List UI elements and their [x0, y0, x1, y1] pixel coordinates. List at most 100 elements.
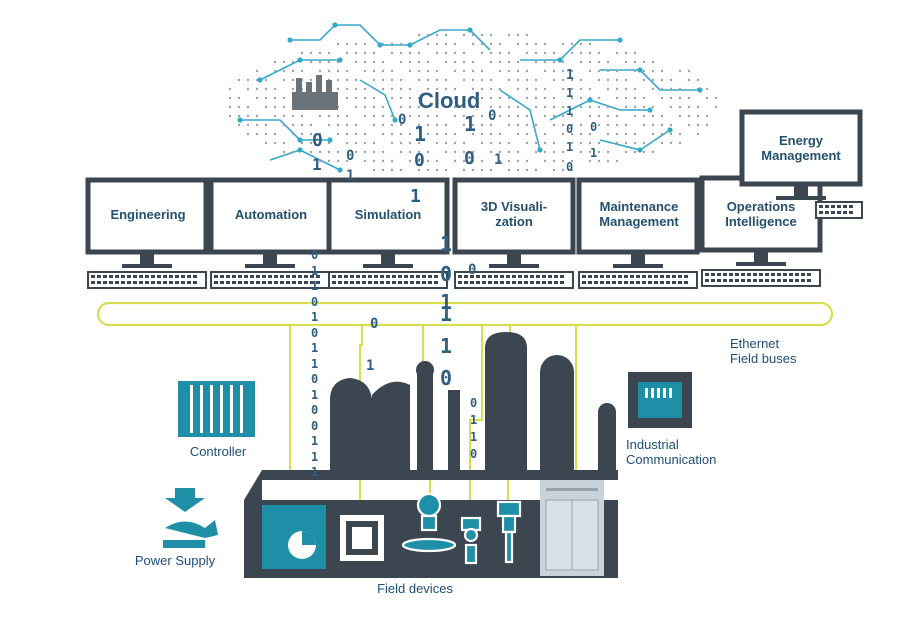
keyboard-key: [292, 275, 296, 278]
binary-digit: 0: [311, 248, 319, 262]
cloud-dot: [678, 69, 682, 73]
cloud-dot: [264, 78, 268, 82]
keyboard-key: [103, 281, 107, 284]
keyboard-key: [151, 275, 155, 278]
circuit-node: [297, 57, 303, 63]
cloud-dot: [417, 69, 421, 73]
industrial-communication-icon: [628, 372, 692, 428]
keyboard-key: [705, 273, 709, 276]
cloud-dot: [498, 69, 502, 73]
cloud-dot: [309, 123, 313, 127]
keyboard-key: [286, 281, 290, 284]
keyboard-key: [630, 281, 634, 284]
keyboard: [87, 271, 207, 289]
cloud-dot: [534, 42, 538, 46]
keyboard-key: [127, 275, 131, 278]
workstation: [452, 177, 576, 289]
monitor-screen: [326, 177, 450, 255]
cloud-dot: [426, 69, 430, 73]
cloud-dot: [435, 96, 439, 100]
cloud-dot: [552, 114, 556, 118]
cloud-dot: [606, 87, 610, 91]
cloud-dot: [534, 132, 538, 136]
cloud-dot: [426, 168, 430, 172]
keyboard-key: [115, 281, 119, 284]
cloud-dot: [417, 105, 421, 109]
monitor-stand: [140, 254, 154, 266]
cloud-dot: [444, 132, 448, 136]
keyboard-key: [181, 281, 185, 284]
keyboard-key: [398, 275, 402, 278]
cloud-dot: [561, 114, 565, 118]
cloud-dot: [489, 150, 493, 154]
cloud-dot: [507, 78, 511, 82]
cloud-dot: [345, 132, 349, 136]
cloud-dot: [669, 105, 673, 109]
monitor-base: [489, 264, 539, 268]
monitor-base: [363, 264, 413, 268]
keyboard-key: [139, 281, 143, 284]
keyboard-key: [759, 273, 763, 276]
cloud-dot: [318, 159, 322, 163]
keyboard-key: [127, 281, 131, 284]
cloud-dot: [354, 51, 358, 55]
cloud-dot: [642, 96, 646, 100]
keyboard-key: [624, 281, 628, 284]
cloud-dot: [282, 150, 286, 154]
cloud-dot: [552, 96, 556, 100]
keyboard-key: [753, 279, 757, 282]
keyboard-key: [825, 211, 829, 214]
cloud-dot: [606, 132, 610, 136]
cloud-dot: [534, 78, 538, 82]
cloud-dot: [246, 87, 250, 91]
keyboard-key: [145, 281, 149, 284]
cloud-dot: [588, 69, 592, 73]
cloud-dot: [471, 60, 475, 64]
cloud-dot: [426, 33, 430, 37]
cloud-dot-field: [228, 33, 718, 172]
cloud-dot: [363, 141, 367, 145]
keyboard-key: [268, 275, 272, 278]
circuit-node: [297, 137, 303, 143]
keyboard-key: [506, 275, 510, 278]
cloud-dot: [255, 123, 259, 127]
cloud-dot: [516, 69, 520, 73]
cloud-dot: [417, 60, 421, 64]
cloud-dot: [327, 69, 331, 73]
cloud-dot: [372, 141, 376, 145]
cloud-dot: [615, 159, 619, 163]
cloud-dot: [588, 159, 592, 163]
cloud-dot: [606, 78, 610, 82]
cloud-dot: [597, 78, 601, 82]
cloud-dot: [525, 132, 529, 136]
keyboard-key: [404, 275, 408, 278]
cloud-dot: [516, 114, 520, 118]
cloud-dot: [606, 123, 610, 127]
circuit-node: [537, 147, 543, 153]
cloud-dot: [705, 96, 709, 100]
binary-digit: 0: [590, 120, 598, 134]
monitor-stand: [794, 186, 808, 198]
cloud-dot: [651, 78, 655, 82]
cloud-dot: [462, 78, 466, 82]
cloud-dot: [462, 168, 466, 172]
cloud-dot: [381, 105, 385, 109]
cloud-dot: [282, 141, 286, 145]
keyboard-key: [735, 273, 739, 276]
cloud-dot: [489, 87, 493, 91]
monitor-base: [776, 196, 826, 200]
field-devices-label: Field devices: [377, 581, 453, 596]
keyboard-key: [214, 281, 218, 284]
cloud-dot: [291, 69, 295, 73]
cloud-dot: [336, 150, 340, 154]
keyboard: [578, 271, 698, 289]
cloud-dot: [579, 51, 583, 55]
cloud-dot: [462, 105, 466, 109]
keyboard-key: [410, 281, 414, 284]
cloud-dot: [489, 51, 493, 55]
cloud-dot: [498, 87, 502, 91]
cloud-dot: [237, 96, 241, 100]
cloud-dot: [579, 87, 583, 91]
